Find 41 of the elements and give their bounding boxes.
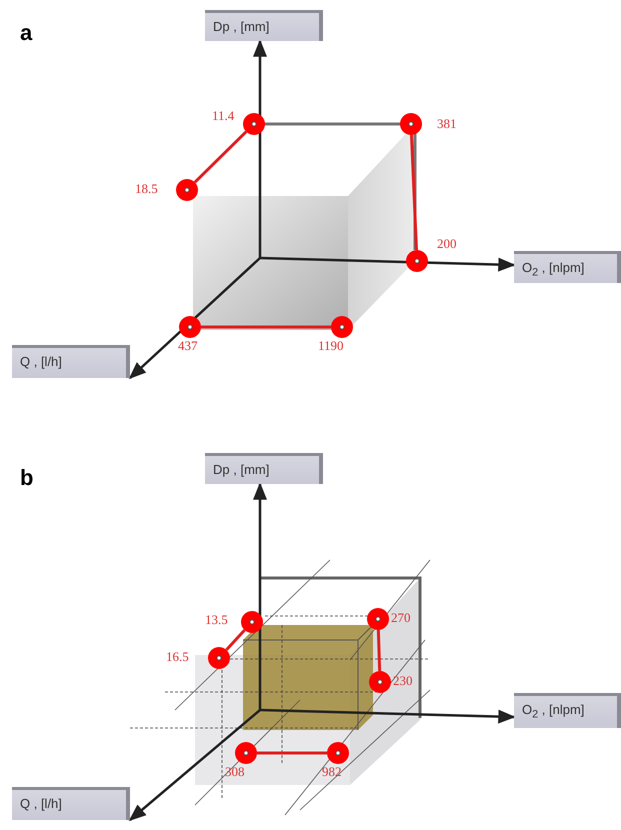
value-label: 982 — [322, 764, 342, 780]
data-point-marker — [367, 608, 389, 630]
axis-label: Dp , [mm] — [205, 10, 323, 41]
data-point-marker — [331, 316, 353, 338]
value-label: 13.5 — [205, 612, 228, 628]
axis-arrow — [128, 257, 261, 380]
axis-label: Dp , [mm] — [205, 453, 323, 484]
data-point-marker — [243, 113, 265, 135]
axis-arrow — [260, 256, 516, 272]
range-line — [410, 134, 418, 250]
axis-label: O$_{2}$ , [nlpm] — [514, 251, 621, 283]
axis-arrow — [253, 482, 267, 710]
value-label: 18.5 — [135, 181, 158, 197]
data-point-marker — [400, 113, 422, 135]
axis-arrow — [128, 709, 261, 822]
axis-label: Q , [l/h] — [12, 787, 130, 820]
range-line — [201, 326, 331, 328]
data-point-marker — [176, 179, 198, 201]
panel-letter: b — [20, 465, 34, 491]
data-point-marker — [241, 611, 263, 633]
data-point-marker — [208, 647, 230, 669]
axis-label: Q , [l/h] — [12, 345, 130, 378]
axis-label: O$_{2}$ , [nlpm] — [514, 693, 621, 728]
panel-letter: a — [20, 20, 32, 46]
range-line — [376, 630, 382, 672]
data-point-marker — [406, 250, 428, 272]
axis-arrow — [260, 708, 516, 724]
axis-arrow — [253, 39, 267, 258]
value-label: 270 — [391, 610, 410, 626]
value-label: 1190 — [318, 338, 344, 354]
value-label: 11.4 — [212, 108, 234, 124]
value-label: 200 — [437, 236, 456, 252]
range-line — [194, 130, 248, 184]
value-label: 381 — [437, 116, 456, 132]
value-label: 308 — [225, 764, 244, 780]
range-line — [225, 629, 246, 651]
value-label: 230 — [393, 673, 412, 689]
value-label: 437 — [178, 338, 198, 354]
data-point-marker — [179, 316, 201, 338]
value-label: 16.5 — [166, 649, 189, 665]
range-line — [257, 752, 327, 754]
